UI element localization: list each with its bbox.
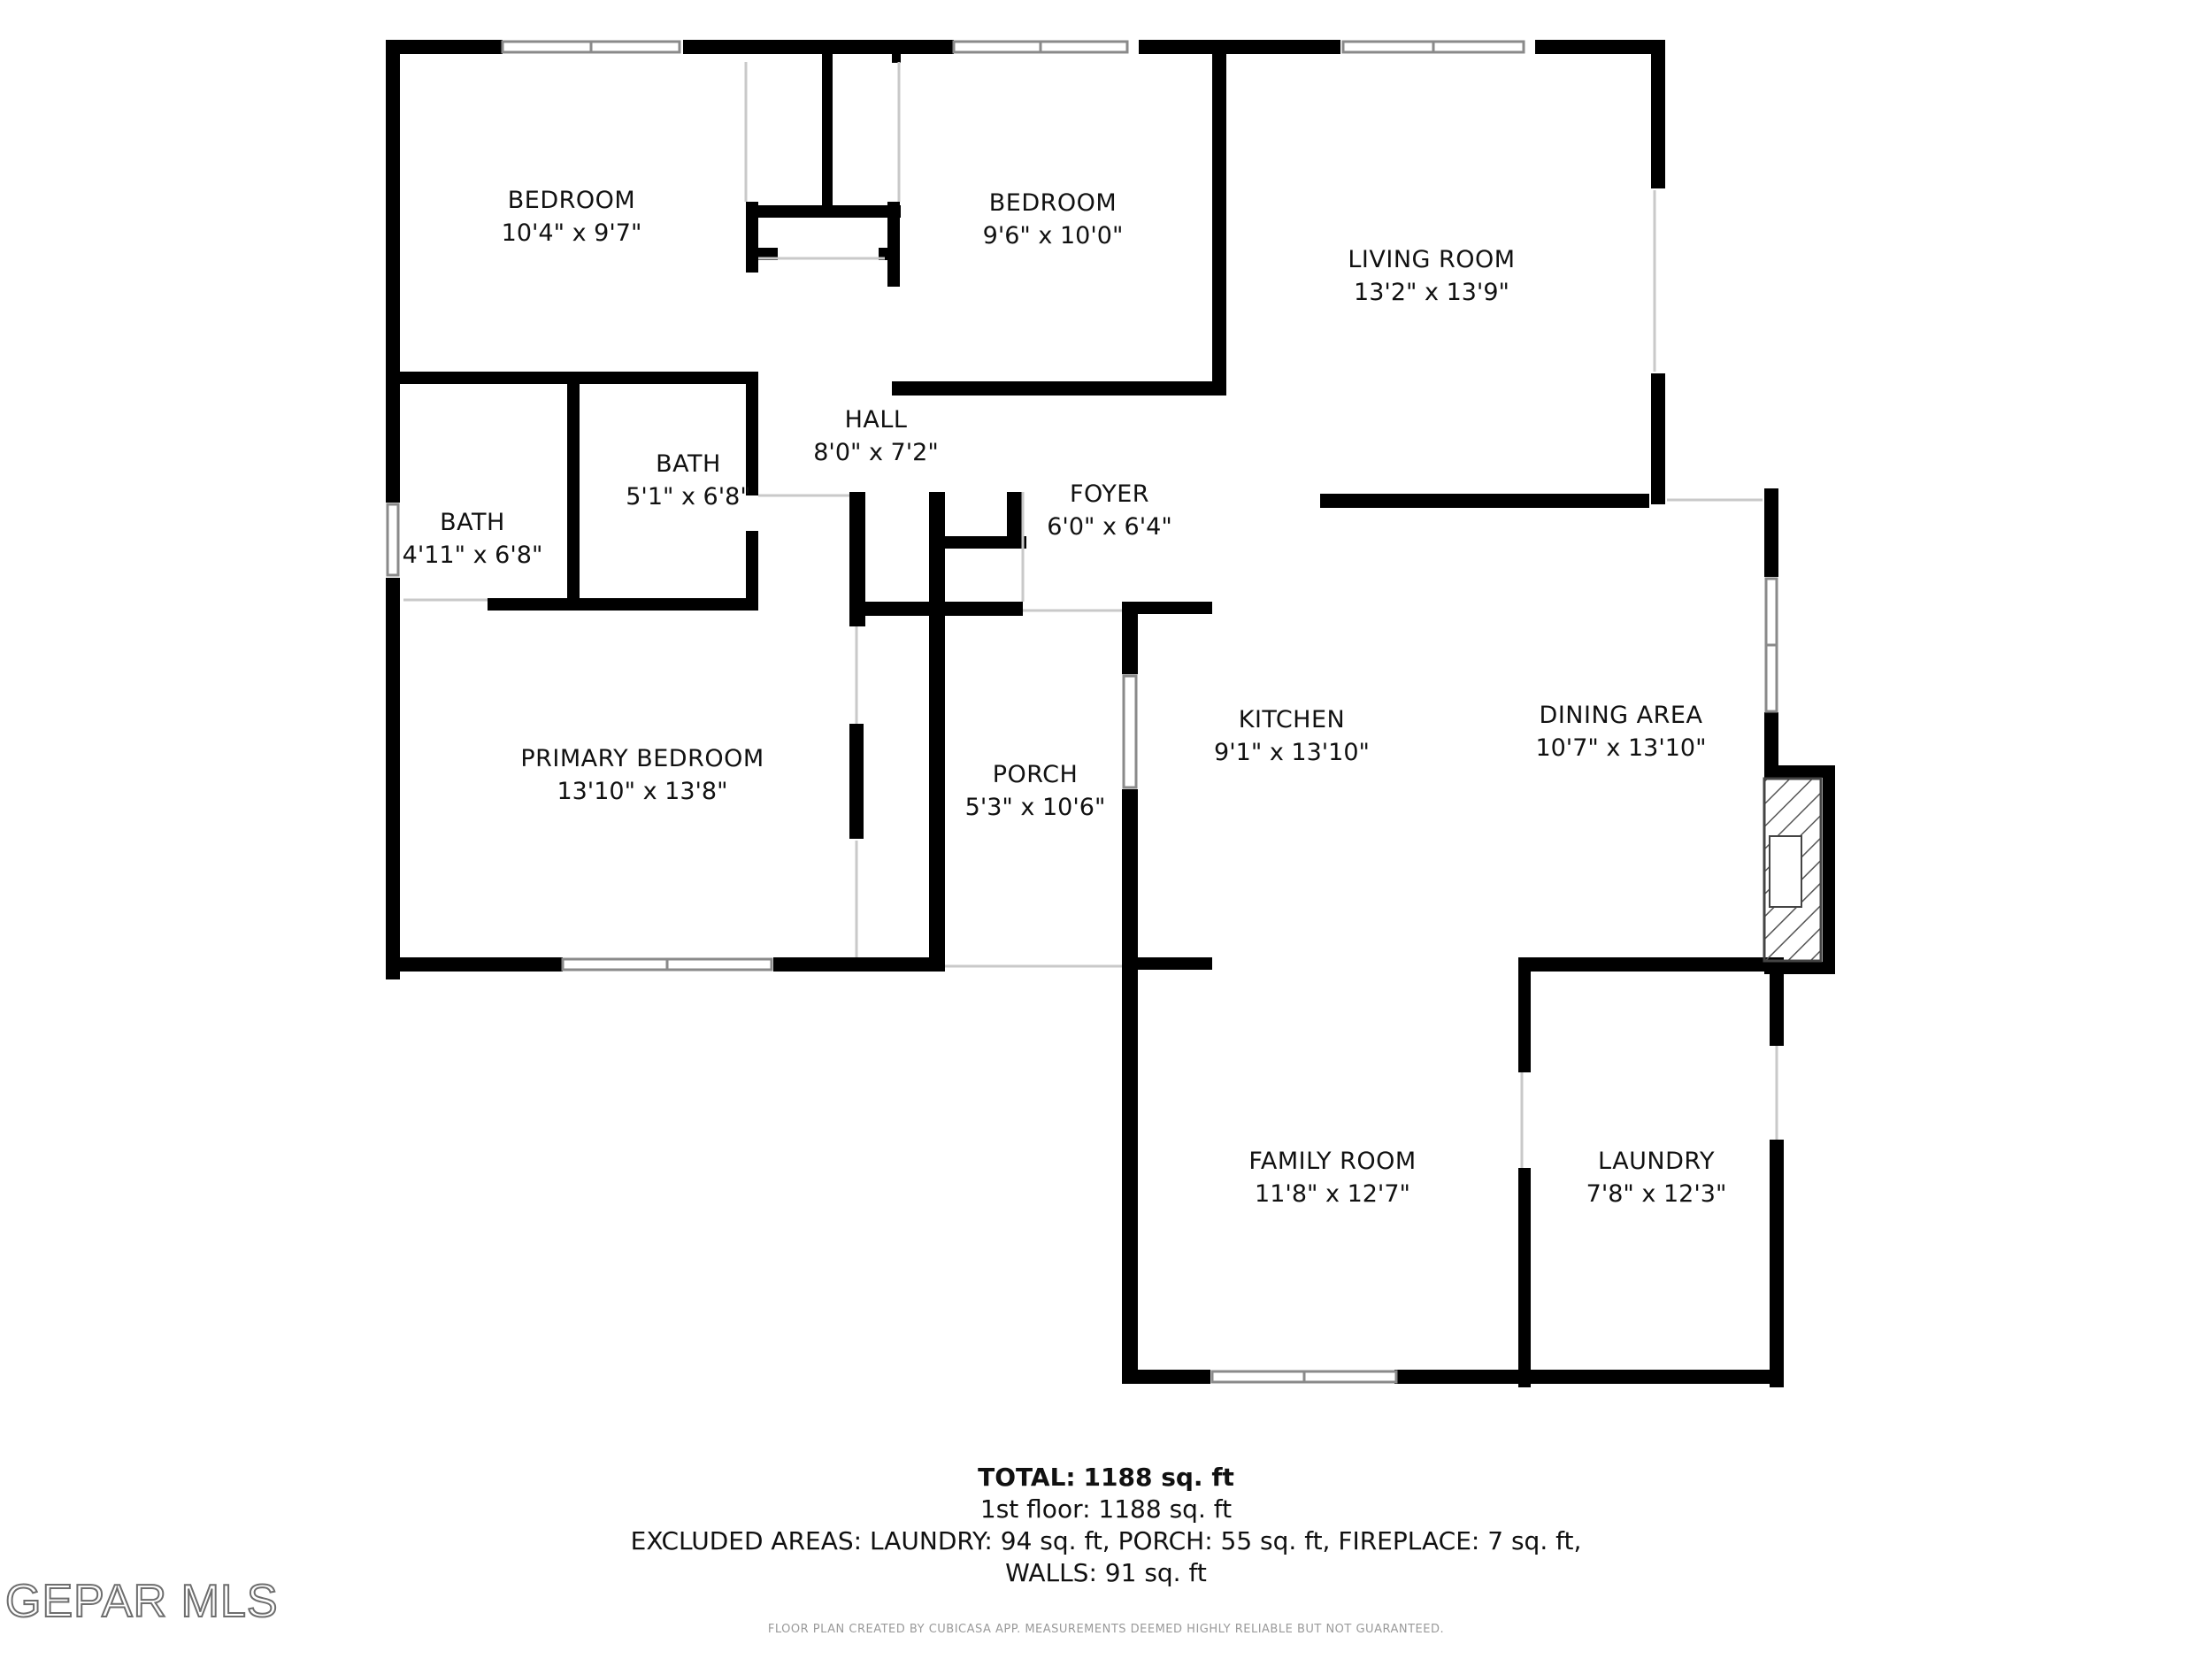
excluded-areas-line-2: WALLS: 91 sq. ft [1005,1558,1207,1587]
room-name-laundry: LAUNDRY [1598,1148,1715,1175]
total-area: TOTAL: 1188 sq. ft [0,1462,2212,1494]
room-name-kitchen: KITCHEN [1239,706,1346,733]
openings [403,62,1778,1168]
room-dims-primary-bedroom: 13'10" x 13'8" [557,778,727,805]
room-dims-porch: 5'3" x 10'6" [965,794,1106,821]
room-name-bedroom-2: BEDROOM [989,189,1117,217]
disclaimer: FLOOR PLAN CREATED BY CUBICASA APP. MEAS… [767,1623,1445,1636]
room-name-bedroom-1: BEDROOM [508,187,635,214]
room-name-foyer: FOYER [1070,480,1149,508]
room-name-primary-bedroom: PRIMARY BEDROOM [520,745,764,772]
room-name-hall: HALL [845,406,908,434]
room-dims-family-room: 11'8" x 12'7" [1255,1180,1410,1208]
room-labels: BEDROOM 10'4" x 9'7" BEDROOM 9'6" x 10'0… [403,187,1727,1208]
room-name-bath-1: BATH [656,450,721,478]
room-dims-kitchen: 9'1" x 13'10" [1214,739,1370,766]
room-name-bath-2: BATH [440,509,505,536]
room-dims-bedroom-2: 9'6" x 10'0" [983,222,1124,250]
total-label: TOTAL: [978,1463,1076,1492]
room-dims-bedroom-1: 10'4" x 9'7" [502,219,642,247]
room-dims-bath-2: 4'11" x 6'8" [403,541,543,569]
windows [386,40,1778,1384]
excluded-areas-line-1: EXCLUDED AREAS: LAUNDRY: 94 sq. ft, PORC… [630,1526,1582,1555]
room-name-porch: PORCH [993,761,1079,788]
room-name-living-room: LIVING ROOM [1348,246,1515,273]
room-dims-bath-1: 5'1" x 6'8" [626,483,751,511]
room-name-family-room: FAMILY ROOM [1248,1148,1416,1175]
room-dims-dining-area: 10'7" x 13'10" [1535,734,1706,762]
room-dims-living-room: 13'2" x 13'9" [1354,279,1509,306]
area-summary: TOTAL: 1188 sq. ft 1st floor: 1188 sq. f… [0,1462,2212,1589]
room-dims-laundry: 7'8" x 12'3" [1586,1180,1727,1208]
floor-area: 1st floor: 1188 sq. ft [979,1494,1233,1524]
room-name-dining-area: DINING AREA [1540,702,1703,729]
total-value: 1188 sq. ft [1083,1463,1234,1492]
mls-logo: GEPAR MLS [4,1575,279,1628]
room-dims-foyer: 6'0" x 6'4" [1047,513,1172,541]
room-dims-hall: 8'0" x 7'2" [813,439,939,466]
